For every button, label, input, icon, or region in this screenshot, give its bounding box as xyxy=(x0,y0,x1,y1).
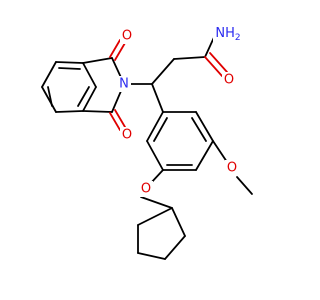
bond xyxy=(58,67,81,70)
bond xyxy=(195,111,214,142)
imide-oxygen-bottom-label: O xyxy=(122,128,132,143)
bond xyxy=(151,83,164,113)
bond xyxy=(212,140,228,163)
bond xyxy=(41,61,57,88)
carbonyl-bond xyxy=(114,109,126,128)
bond xyxy=(151,58,175,85)
carbonyl-bond xyxy=(109,39,121,58)
bond xyxy=(146,111,164,142)
label-background xyxy=(213,24,243,42)
label-background xyxy=(225,160,239,176)
bond xyxy=(171,207,186,237)
bond xyxy=(140,196,173,209)
imide-nitrogen-label: N xyxy=(119,77,129,92)
bond xyxy=(153,117,168,142)
ether-oxygen-label: O xyxy=(141,182,151,197)
bond xyxy=(55,61,84,64)
carbonyl-bond xyxy=(114,42,126,61)
bond xyxy=(55,110,84,113)
chemical-structure-diagram: NH2 O O O N O O xyxy=(41,24,253,260)
bond xyxy=(82,86,97,112)
bond xyxy=(82,110,113,113)
bond xyxy=(164,235,186,260)
amide-carbonyl-bond xyxy=(204,56,223,77)
bond xyxy=(195,140,214,171)
bond xyxy=(41,86,57,113)
amide-carbonyl-bond xyxy=(209,52,228,73)
bonds xyxy=(41,32,253,260)
amide-oxygen-label: O xyxy=(224,73,234,88)
label-background xyxy=(120,28,134,44)
label-background xyxy=(222,72,236,88)
bond xyxy=(146,140,164,171)
bond xyxy=(82,57,113,64)
bond xyxy=(137,207,173,226)
bond xyxy=(173,56,206,60)
atom-labels: NH2 O O O N O O xyxy=(117,24,243,197)
bond xyxy=(47,86,53,107)
label-background xyxy=(139,181,153,197)
label-background xyxy=(117,76,131,92)
methoxy-oxygen-label: O xyxy=(227,161,237,176)
bond xyxy=(77,86,90,107)
carbonyl-bond xyxy=(109,112,121,131)
imide-oxygen-top-label: O xyxy=(122,29,132,44)
amide-nitrogen-label: NH2 xyxy=(215,26,240,44)
bond xyxy=(137,252,166,260)
bond xyxy=(236,176,253,195)
bond xyxy=(82,62,97,88)
label-background xyxy=(120,127,134,143)
bond xyxy=(191,117,207,142)
